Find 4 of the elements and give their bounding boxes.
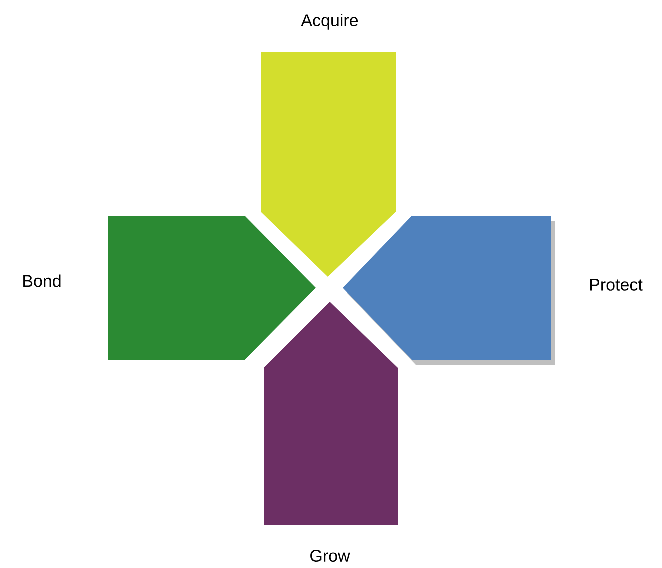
arrow-label: Bond xyxy=(24,274,61,288)
arrow-label: Grow xyxy=(310,550,350,562)
arrow-label: Acquire xyxy=(301,14,358,30)
arrow-label: Protect xyxy=(590,279,643,291)
